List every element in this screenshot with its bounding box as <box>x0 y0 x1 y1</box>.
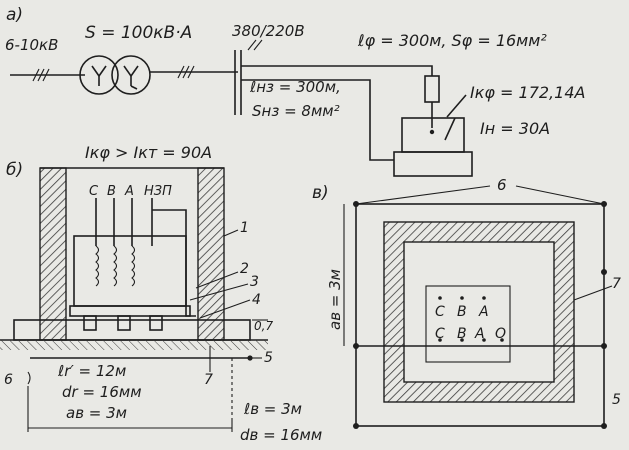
bushings <box>96 198 152 246</box>
panel-c: в) С В А С В А О <box>312 176 621 429</box>
hv-phase-ticks <box>33 69 49 81</box>
neutral-section-label: Sнз = 8мм² <box>252 102 340 120</box>
fuse <box>425 76 439 102</box>
transformer-coils <box>96 246 135 286</box>
transformer-base <box>70 306 190 316</box>
rod-length-label: ℓr′ = 12м <box>57 362 126 380</box>
secondary-star-symbol <box>124 66 138 89</box>
panel-a-label: а) <box>6 5 23 25</box>
fault-arrow <box>447 95 466 117</box>
left-wall <box>40 168 66 340</box>
callout-7: 7 <box>204 372 213 388</box>
primary-star-symbol <box>92 66 106 86</box>
neutral-down-lead <box>152 210 196 316</box>
current-condition-label: Iкφ > Iкт = 90А <box>85 143 212 162</box>
lv-voltage-label: 380/220В <box>232 22 305 40</box>
row1-a: А <box>478 304 489 320</box>
equipment-base <box>394 152 472 176</box>
phase-b-label: В <box>107 184 116 199</box>
callout-5: 5 <box>264 350 273 366</box>
callout-1: 1 <box>240 220 249 236</box>
transformer-wheels <box>84 316 162 330</box>
phase-c-label: С <box>89 184 99 199</box>
ground-hatch <box>0 340 268 350</box>
callout-7-leader <box>574 286 612 300</box>
breaker-contact <box>445 118 455 140</box>
neutral-label: НЗП <box>144 184 172 199</box>
height-mark: 0,7 <box>254 319 273 333</box>
callout-6: 6 <box>4 372 13 388</box>
row1-b: В <box>457 304 467 320</box>
panel-b: б) Iкφ > Iкт = 90А С В А НЗП <box>0 143 322 444</box>
callout-4: 4 <box>252 292 261 308</box>
transformer-power-label: S = 100кВ·А <box>85 23 192 43</box>
callout-6-leader-right <box>516 186 604 204</box>
vert-diameter-label: dв = 16мм <box>240 426 322 444</box>
side-dimension-label: aв = 3м <box>326 269 344 330</box>
transformer-tank <box>74 236 186 306</box>
panel-c-label: в) <box>312 183 329 203</box>
row2-c: С <box>435 326 445 342</box>
left-electrode-mark <box>28 372 30 384</box>
breaker-enclosure <box>402 118 464 152</box>
panel-c-callout-7: 7 <box>612 276 621 292</box>
nominal-current-label: Iн = 30А <box>480 119 550 138</box>
row2-b: В <box>457 326 467 342</box>
callout-2: 2 <box>240 261 249 277</box>
breaker-terminal <box>430 130 434 134</box>
rod-diameter-label: dr = 16мм <box>62 383 142 401</box>
spacing-label: aв = 3м <box>66 404 127 422</box>
vert-length-label: ℓв = 3м <box>243 400 302 418</box>
callout-6-leader-left <box>356 186 490 204</box>
fault-current-label: Iкφ = 172,14А <box>470 83 585 102</box>
phase-a-label: А <box>124 184 134 199</box>
hv-voltage-label: 6-10кВ <box>5 36 58 54</box>
phase-conductor-line <box>241 66 432 76</box>
lv-phase-ticks <box>178 66 194 78</box>
row1-c: С <box>435 304 445 320</box>
row2-a: А <box>474 326 485 342</box>
panel-c-callout-5: 5 <box>612 392 621 408</box>
row2-o: О <box>495 326 506 342</box>
panel-c-callout-6: 6 <box>497 176 507 194</box>
callout-3: 3 <box>250 274 259 290</box>
panel-b-label: б) <box>6 160 23 180</box>
phase-conductor-label: ℓφ = 300м, Sφ = 16мм² <box>357 31 547 50</box>
